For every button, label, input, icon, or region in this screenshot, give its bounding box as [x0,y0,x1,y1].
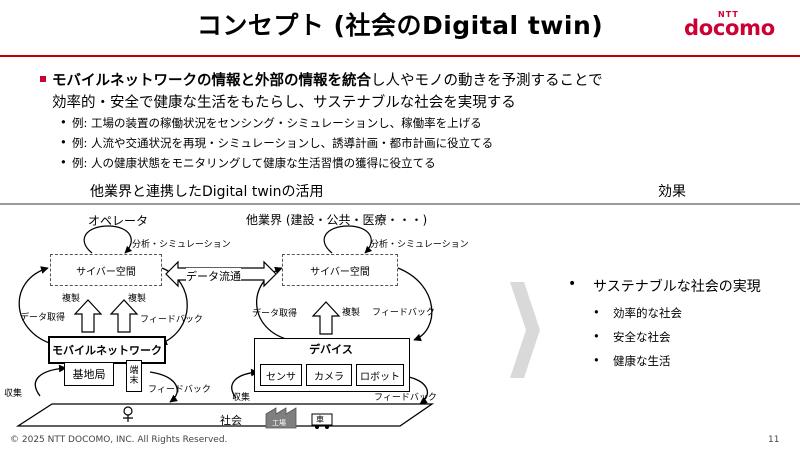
right-collect-arc [231,368,259,399]
factory-icon [265,407,297,429]
bullet-square-icon [40,76,46,82]
example-item-2: 例: 人流や交通状況を再現・シミュレーションし、誘導計画・都市計画に役立てる [60,135,493,151]
section-divider [0,203,800,205]
effect-main-text: サステナブルな社会の実現 [593,279,761,295]
main-bullet-line1: モバイルネットワークの情報と外部の情報を統合し人やモノの動きを予測することで [52,69,603,90]
copy-label-3: 複製 [342,308,361,318]
main-bullet-rest: し人やモノの動きを予測することで [371,73,603,89]
copyright: © 2025 NTT DOCOMO, INC. All Rights Reser… [10,435,228,445]
left-collect-arc [34,364,67,397]
docomo-logo: docomo [684,16,775,40]
device-label: デバイス [309,343,353,356]
right-feedback-arc [397,267,433,342]
feedback-label-low-right: フィードバック [374,393,437,403]
data-flow-label: データ流通 [186,268,241,284]
industry-label: 他業界 (建設・公共・医療・・・) [246,213,428,227]
cyber-space-left: サイバー空間 [50,254,162,286]
car-icon [311,413,333,426]
page-title: コンセプト (社会のDigital twin) [196,11,604,40]
example-item-1: 例: 工場の装置の稼働状況をセンシング・シミュレーションし、稼働率を上げる [60,115,482,131]
analysis-label-right: 分析・シミュレーション [370,240,469,250]
effects-heading: 効果 [658,184,686,200]
car-label: 車 [316,415,324,424]
title-divider [0,55,800,57]
effect-item-1: 効率的な社会 [593,305,682,321]
base-station-box: 基地局 [64,362,114,386]
example-item-3: 例: 人の健康状態をモニタリングして健康な生活習慣の獲得に役立てる [60,155,436,171]
effect-chevron [510,282,540,378]
operator-label: オペレータ [88,214,149,228]
data-acq-label-left: データ取得 [20,313,66,323]
collect-label-right: 収集 [232,393,251,403]
camera-box: カメラ [306,364,352,386]
analysis-label-left: 分析・シミュレーション [132,240,231,250]
feedback-label-right: フィードバック [372,308,435,318]
copy-arrow-3 [311,301,341,335]
diagram-heading: 他業界と連携したDigital twinの活用 [90,184,324,200]
factory-label: 工場 [272,419,286,427]
sensor-box: センサ [260,364,302,386]
person-icon [123,406,133,416]
ntt-logo-text: NTT [718,10,739,19]
operator-loop-arrow [83,225,133,254]
feedback-label-low-left: フィードバック [148,385,211,395]
left-feedback-low-arc [149,371,178,403]
copy-arrow-1 [73,299,103,333]
data-acq-label-right: データ取得 [252,309,298,319]
copy-label-1: 複製 [62,294,81,304]
main-bullet-line2: 効率的・安全で健康な生活をもたらし、サステナブルな社会を実現する [52,95,516,111]
robot-box: ロボット [356,364,404,386]
effect-item-2: 安全な社会 [593,329,670,345]
effect-item-3: 健康な生活 [593,353,670,369]
copy-arrow-2 [109,299,139,333]
collect-label-left: 収集 [4,389,23,399]
terminal-box: 端末 [126,360,142,392]
left-acquire-arc [18,266,53,345]
cyber-space-right: サイバー空間 [282,254,398,286]
society-label: 社会 [220,414,242,427]
industry-loop-arrow [323,225,373,254]
effect-main: • サステナブルな社会の実現 [568,276,761,296]
copy-label-2: 複製 [128,294,147,304]
effect-main-bullet: • [568,276,577,292]
mobile-network-box: モバイルネットワーク [48,336,166,364]
main-bullet-bold: モバイルネットワークの情報と外部の情報を統合 [52,73,371,89]
page-number: 11 [768,435,780,445]
feedback-label-left: フィードバック [140,315,203,325]
